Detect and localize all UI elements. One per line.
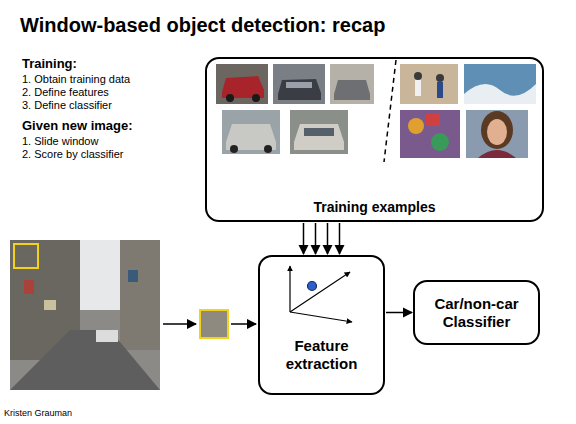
list-item: 1. Obtain training data <box>22 73 130 85</box>
credit-note: Kristen Grauman <box>4 408 72 418</box>
flow-arrow <box>231 323 256 325</box>
car-photos <box>216 64 374 154</box>
connector-line <box>386 312 412 314</box>
section-heading: Given new image: <box>22 118 133 133</box>
box-label: Car/non-car Classifier <box>423 295 530 331</box>
divider-line <box>384 60 396 162</box>
section-heading: Training: <box>22 56 77 71</box>
list-item: 2. Score by classifier <box>22 148 123 160</box>
connector-line <box>339 223 341 254</box>
connector-line <box>327 223 329 254</box>
connector-line <box>315 223 317 254</box>
examples-panel: Training examples <box>205 57 544 222</box>
flow-arrow <box>163 323 196 325</box>
list-item: 2. Define features <box>22 86 109 98</box>
street-photo <box>10 240 160 390</box>
connector-line <box>303 223 305 254</box>
box-label: Training examples <box>313 199 435 216</box>
connector-arrow <box>304 223 340 254</box>
connector-arrow <box>386 312 412 313</box>
box-label: Feature extraction <box>268 337 375 373</box>
window-patch <box>200 310 228 338</box>
list-item: 3. Define classifier <box>22 99 112 111</box>
feature-axes <box>290 266 352 322</box>
non-car-photos <box>400 64 536 158</box>
slide-title: Window-based object detection: recap <box>20 14 385 37</box>
process-box: Feature extraction <box>258 255 385 395</box>
list-item: 1. Slide window <box>22 135 98 147</box>
process-box: Car/non-car Classifier <box>413 280 540 345</box>
